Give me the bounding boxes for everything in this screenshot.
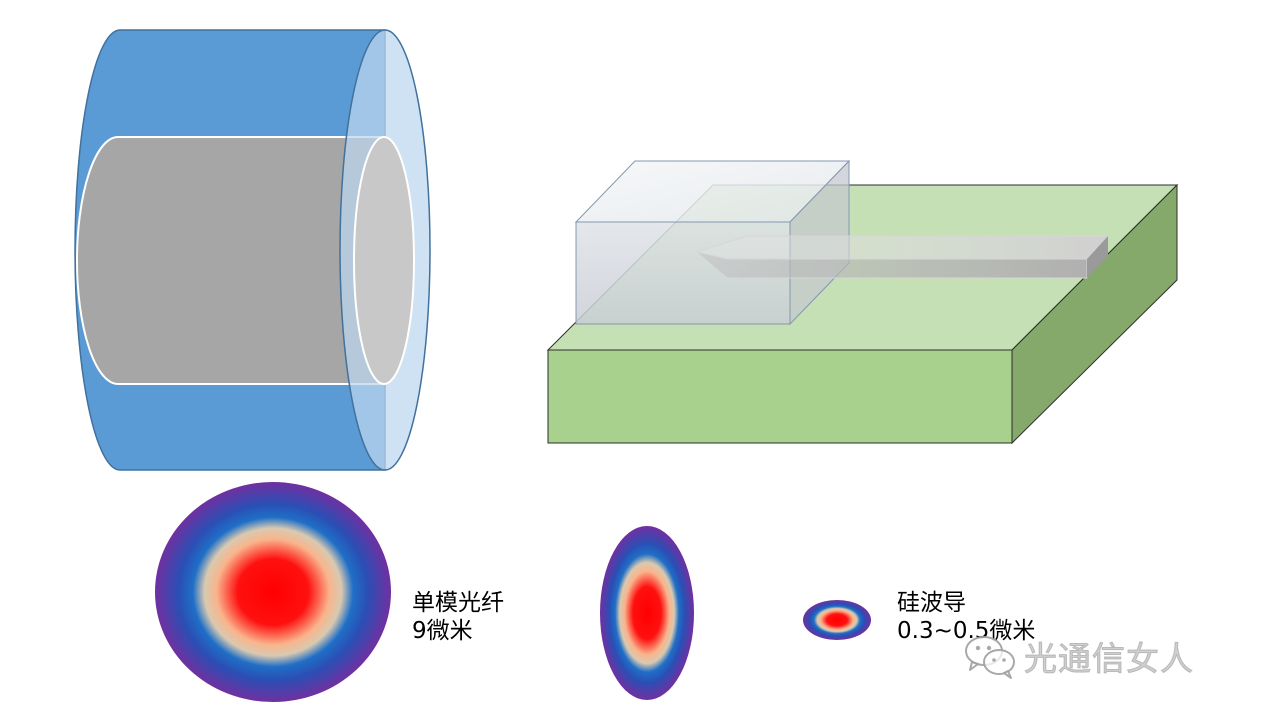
watermark: 光通信女人 — [962, 632, 1194, 680]
waveguide-taper-top — [695, 235, 1110, 260]
fiber-size-label: 9微米 — [412, 618, 473, 644]
waveguide-taper — [695, 235, 1110, 279]
substrate-front-face — [547, 349, 1013, 444]
fiber-mode-profile — [155, 482, 391, 702]
fiber-title-label: 单模光纤 — [412, 590, 504, 616]
waveguide-mode-profile — [803, 600, 871, 640]
waveguide-title-label: 硅波导 — [897, 590, 966, 616]
fiber-core-end-face — [353, 136, 415, 385]
wechat-icon — [965, 636, 1015, 679]
optical-fiber — [74, 29, 431, 471]
silicon-chip — [546, 159, 1179, 445]
waveguide-size-label: 0.3~0.5微米 — [897, 618, 1036, 644]
waveguide-taper-front — [696, 251, 1088, 279]
watermark-text: 光通信女人 — [1024, 639, 1194, 679]
taper-mode-profile — [600, 526, 694, 700]
waveguide-taper-end — [1087, 236, 1108, 278]
fiber-core-back-face — [77, 137, 159, 384]
fiber-core-outline — [76, 136, 384, 385]
